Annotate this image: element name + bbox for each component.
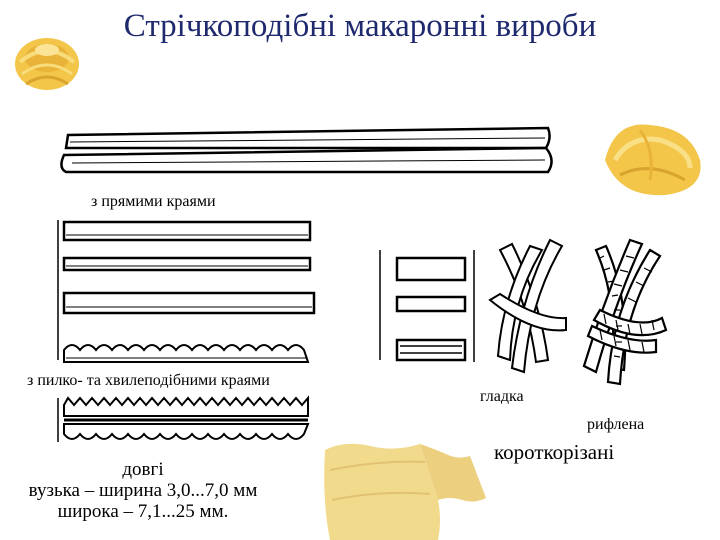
label-saw-wave-edges: з пилко- та хвилеподібними краями [27, 372, 270, 389]
double-wavy-strip [63, 395, 310, 440]
lasagna-sheet [324, 443, 486, 540]
pasta-nest-top-left [15, 38, 79, 90]
bracket-left [57, 220, 475, 442]
label-straight-edges: з прямими краями [91, 193, 216, 210]
short-cut-pieces [395, 256, 467, 362]
label-long-title: довгі [122, 459, 164, 480]
smooth-short-noodles [488, 238, 567, 374]
pasta-nest-top-right [605, 124, 701, 196]
saw-edge-strip [63, 344, 310, 363]
slide-title: Стрічкоподібні макаронні вироби [123, 8, 597, 44]
label-short-cut: короткорізані [494, 440, 615, 464]
long-straight-ribbon [60, 126, 553, 174]
label-smooth: гладка [480, 388, 524, 405]
narrow-straight-strips [62, 220, 316, 315]
long-pasta-description: довгі вузька – ширина 3,0...7,0 мм широк… [0, 459, 286, 522]
label-ribbed: рифлена [587, 416, 645, 433]
label-long-wide: широка – 7,1...25 мм. [57, 501, 229, 522]
label-long-narrow: вузька – ширина 3,0...7,0 мм [28, 480, 258, 501]
ribbed-short-noodles [582, 238, 668, 386]
